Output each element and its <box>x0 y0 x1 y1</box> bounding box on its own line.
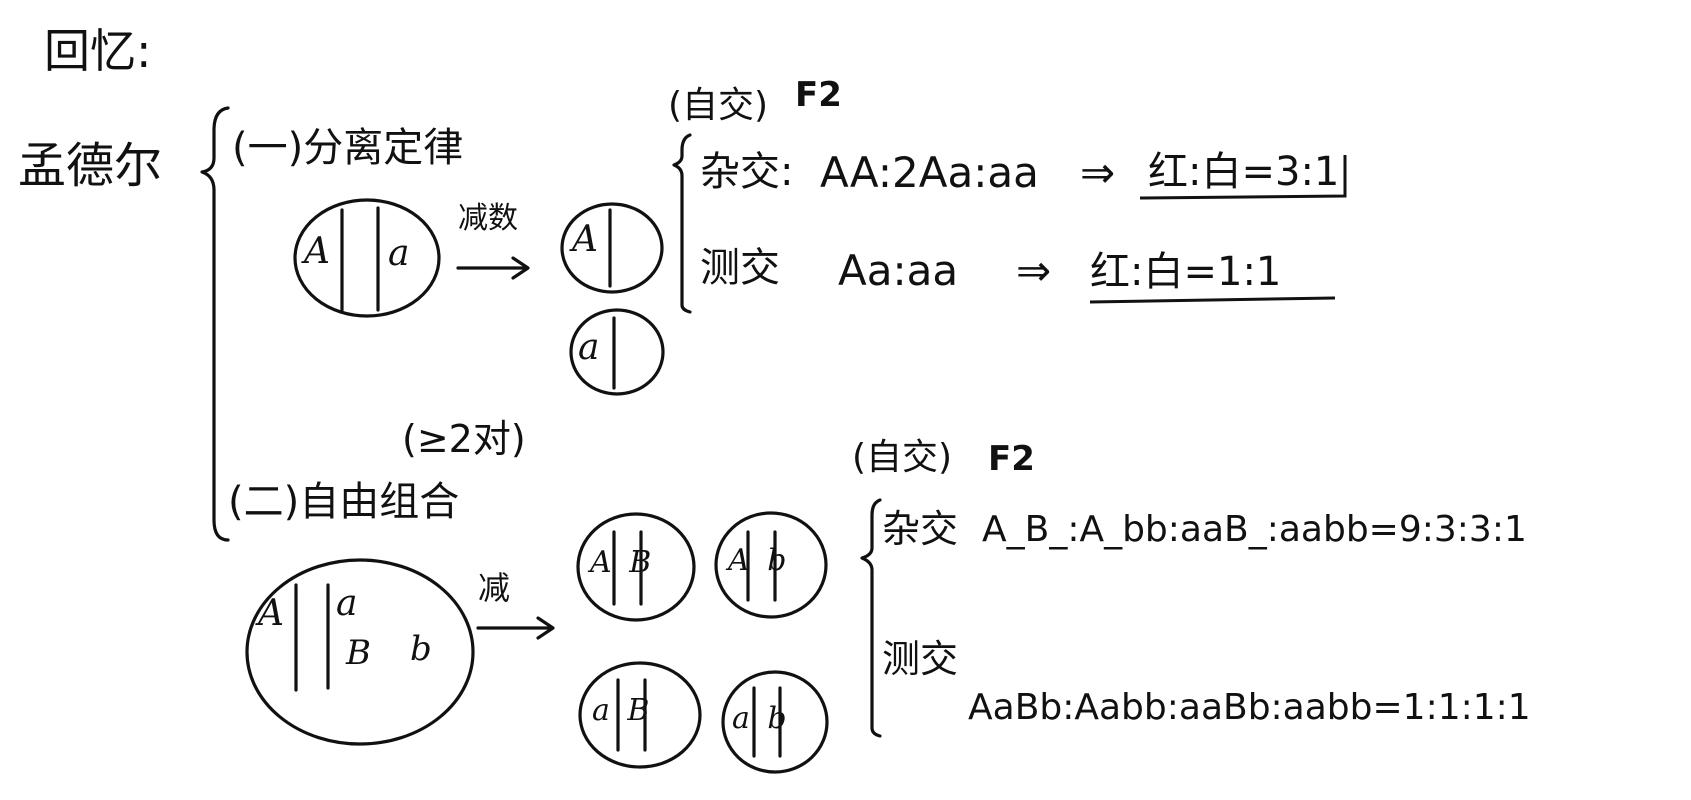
law2-result-brace <box>860 498 882 738</box>
law2-test-label: 测交 <box>882 637 959 681</box>
law1-cell-allele-left: A <box>304 231 330 272</box>
law2-gamete-Ab-label: A b <box>728 543 791 578</box>
page-title: 回忆: <box>44 24 152 78</box>
law1-gamete-A-label: A <box>572 219 598 260</box>
law2-pairs-note: (≥2对) <box>402 417 526 461</box>
law2-process-label: 减 <box>478 569 511 607</box>
law2-cell-allele-B: B <box>346 633 371 673</box>
law1-cell-allele-right: a <box>388 233 410 274</box>
law2-gamete-AB-circle <box>576 512 696 622</box>
law2-cross-expression: A_B_:A_bb:aaB_:aabb=9:3:3:1 <box>982 509 1527 550</box>
law2-gamete-aB-circle <box>578 661 702 769</box>
law1-f2-label: F2 <box>795 75 842 115</box>
law1-label: (一)分离定律 <box>232 125 464 171</box>
law1-process-label: 减数 <box>458 201 518 236</box>
law1-self-note: (自交) <box>668 85 769 126</box>
law1-result-brace <box>672 133 692 314</box>
law1-gamete-a-label: a <box>578 327 600 368</box>
law2-self-note: (自交) <box>852 437 953 478</box>
law1-test-ratio: 红:白=1:1 <box>1090 249 1282 295</box>
law1-test-arrow: ⇒ <box>1016 246 1052 295</box>
subject-label: 孟德尔 <box>18 138 163 194</box>
law2-gamete-ab-label: a b <box>732 701 791 736</box>
law1-gamete-a-circle <box>569 308 665 396</box>
law1-test-ratio-underline <box>1089 296 1336 304</box>
law1-cell-circle <box>293 198 441 318</box>
law1-arrow-head <box>511 256 530 280</box>
law1-test-label: 测交 <box>700 245 780 291</box>
law2-gamete-aB-label: a B <box>592 693 654 728</box>
law2-gamete-Ab-circle <box>714 511 828 619</box>
law2-test-expression: AaBb:Aabb:aaBb:aabb=1:1:1:1 <box>968 687 1531 728</box>
law2-gamete-AB-label: A B <box>590 545 656 580</box>
law1-cross-expression: AA:2Aa:aa <box>820 148 1039 197</box>
law2-cell-allele-b: b <box>410 629 432 669</box>
law2-cell-circle <box>245 558 475 746</box>
main-brace <box>200 106 230 542</box>
law1-test-expression: Aa:aa <box>838 246 959 295</box>
law1-cross-arrow: ⇒ <box>1080 148 1116 197</box>
law2-f2-label: F2 <box>988 439 1035 479</box>
law2-cell-allele-a: a <box>336 583 358 624</box>
law2-label: (二)自由组合 <box>228 479 460 525</box>
law1-cross-ratio: 红:白=3:1 <box>1148 149 1340 195</box>
law2-cell-allele-A: A <box>258 593 284 634</box>
law1-cross-ratio-underline <box>1139 155 1347 200</box>
law2-gamete-ab-circle <box>721 670 829 774</box>
law1-gamete-A-circle <box>560 202 664 294</box>
law2-cross-label: 杂交 <box>882 507 959 551</box>
law1-cross-label: 杂交: <box>700 149 794 195</box>
law2-arrow-head <box>536 616 555 640</box>
